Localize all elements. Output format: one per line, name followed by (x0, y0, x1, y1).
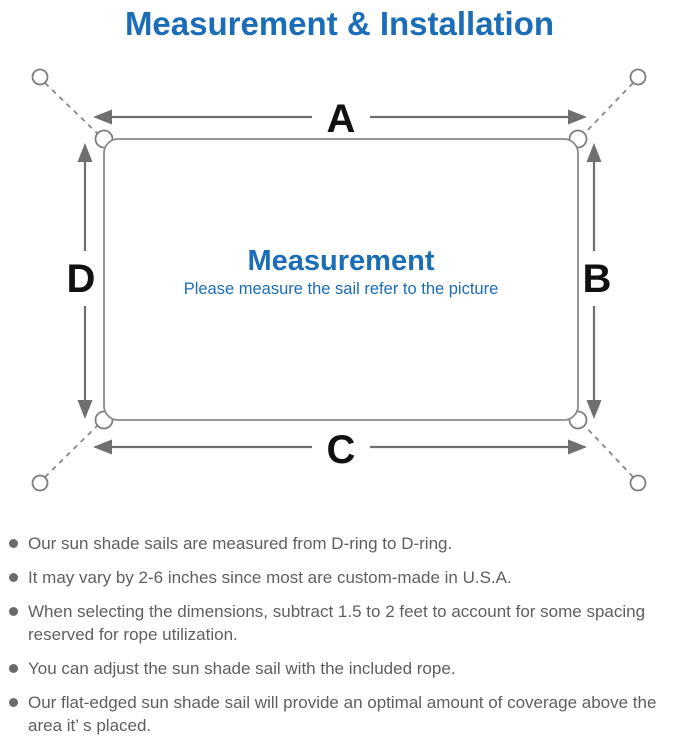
anchor-ring-icon (31, 68, 49, 86)
bullet-icon (9, 573, 18, 582)
arrow-up-icon (586, 143, 602, 162)
dimension-label-c: C (327, 428, 356, 472)
bullet-icon (9, 539, 18, 548)
dimension-a (93, 109, 587, 125)
note-text: When selecting the dimensions, subtract … (28, 602, 646, 644)
dimension-b (586, 143, 602, 419)
tether-line-bottom-left (44, 423, 100, 478)
dimension-c (93, 439, 587, 455)
bullet-icon (9, 664, 18, 673)
arrow-up-icon (77, 143, 93, 162)
measurement-diagram: A C D B Measurement Please measure the s… (31, 68, 647, 492)
arrow-down-icon (77, 400, 93, 419)
sail-outline (103, 138, 579, 421)
dimension-label-d: D (67, 257, 96, 301)
arrow-left-icon (93, 109, 112, 125)
diagram-center-subtitle: Please measure the sail refer to the pic… (184, 280, 499, 298)
note-text: Our flat-edged sun shade sail will provi… (28, 693, 657, 735)
notes-list: Our sun shade sails are measured from D-… (0, 532, 679, 737)
anchor-ring-icon (629, 68, 647, 86)
anchor-ring-icon (629, 474, 647, 492)
arrow-down-icon (586, 400, 602, 419)
list-item: It may vary by 2-6 inches since most are… (9, 566, 671, 589)
anchor-rings (31, 68, 647, 492)
note-text: It may vary by 2-6 inches since most are… (28, 568, 512, 587)
note-text: You can adjust the sun shade sail with t… (28, 659, 456, 678)
diagram-center-title: Measurement (248, 245, 435, 277)
arrow-right-icon (568, 109, 587, 125)
tether-line-top-left (44, 82, 100, 136)
dimension-label-a: A (327, 97, 356, 141)
bullet-icon (9, 698, 18, 707)
list-item: You can adjust the sun shade sail with t… (9, 657, 671, 680)
arrow-left-icon (93, 439, 112, 455)
bullet-icon (9, 607, 18, 616)
anchor-ring-icon (31, 474, 49, 492)
list-item: Our flat-edged sun shade sail will provi… (9, 691, 671, 737)
page-title: Measurement & Installation (124, 5, 555, 42)
tether-line-top-right (582, 82, 634, 136)
list-item: When selecting the dimensions, subtract … (9, 600, 671, 646)
dimension-d (77, 143, 93, 419)
note-text: Our sun shade sails are measured from D-… (28, 534, 453, 553)
tether-lines (44, 82, 634, 478)
tether-line-bottom-right (582, 423, 634, 478)
arrow-right-icon (568, 439, 587, 455)
list-item: Our sun shade sails are measured from D-… (9, 532, 671, 555)
dimension-label-b: B (583, 257, 612, 301)
